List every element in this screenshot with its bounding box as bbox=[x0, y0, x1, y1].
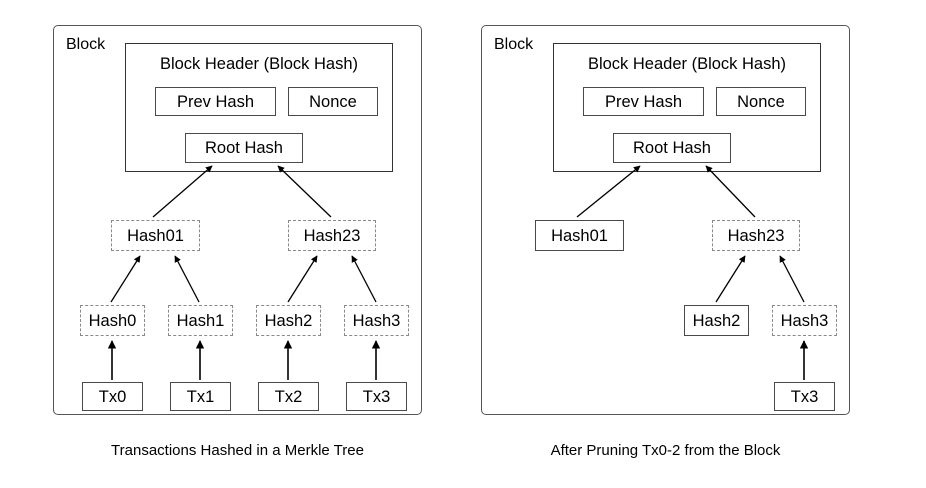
figure-caption-right: After Pruning Tx0-2 from the Block bbox=[550, 442, 781, 459]
prev-hash-node-right: Prev Hash bbox=[583, 87, 704, 116]
block-header-title-right: Block Header (Block Hash) bbox=[587, 55, 787, 73]
hash3-node-right: Hash3 bbox=[772, 305, 837, 336]
block-label-right: Block bbox=[494, 36, 534, 53]
block-header-title-left: Block Header (Block Hash) bbox=[159, 55, 359, 73]
hash01-node-left: Hash01 bbox=[111, 220, 200, 251]
root-hash-node-left: Root Hash bbox=[185, 133, 303, 163]
hash2-node-right: Hash2 bbox=[684, 305, 749, 336]
nonce-node-right: Nonce bbox=[716, 87, 806, 116]
tx0-node-left: Tx0 bbox=[82, 382, 143, 411]
root-hash-node-right: Root Hash bbox=[613, 133, 731, 163]
nonce-node-left: Nonce bbox=[288, 87, 378, 116]
prev-hash-node-left: Prev Hash bbox=[155, 87, 276, 116]
tx3-node-left: Tx3 bbox=[346, 382, 407, 411]
hash0-node-left: Hash0 bbox=[80, 305, 145, 336]
tx3-node-right: Tx3 bbox=[774, 382, 835, 411]
figure-caption-left: Transactions Hashed in a Merkle Tree bbox=[111, 442, 364, 459]
hash3-node-left: Hash3 bbox=[344, 305, 409, 336]
block-label-left: Block bbox=[66, 36, 106, 53]
hash23-node-left: Hash23 bbox=[288, 220, 376, 251]
hash2-node-left: Hash2 bbox=[256, 305, 321, 336]
tx1-node-left: Tx1 bbox=[170, 382, 231, 411]
hash01-node-right: Hash01 bbox=[535, 220, 624, 251]
tx2-node-left: Tx2 bbox=[258, 382, 319, 411]
hash23-node-right: Hash23 bbox=[712, 220, 800, 251]
hash1-node-left: Hash1 bbox=[168, 305, 233, 336]
